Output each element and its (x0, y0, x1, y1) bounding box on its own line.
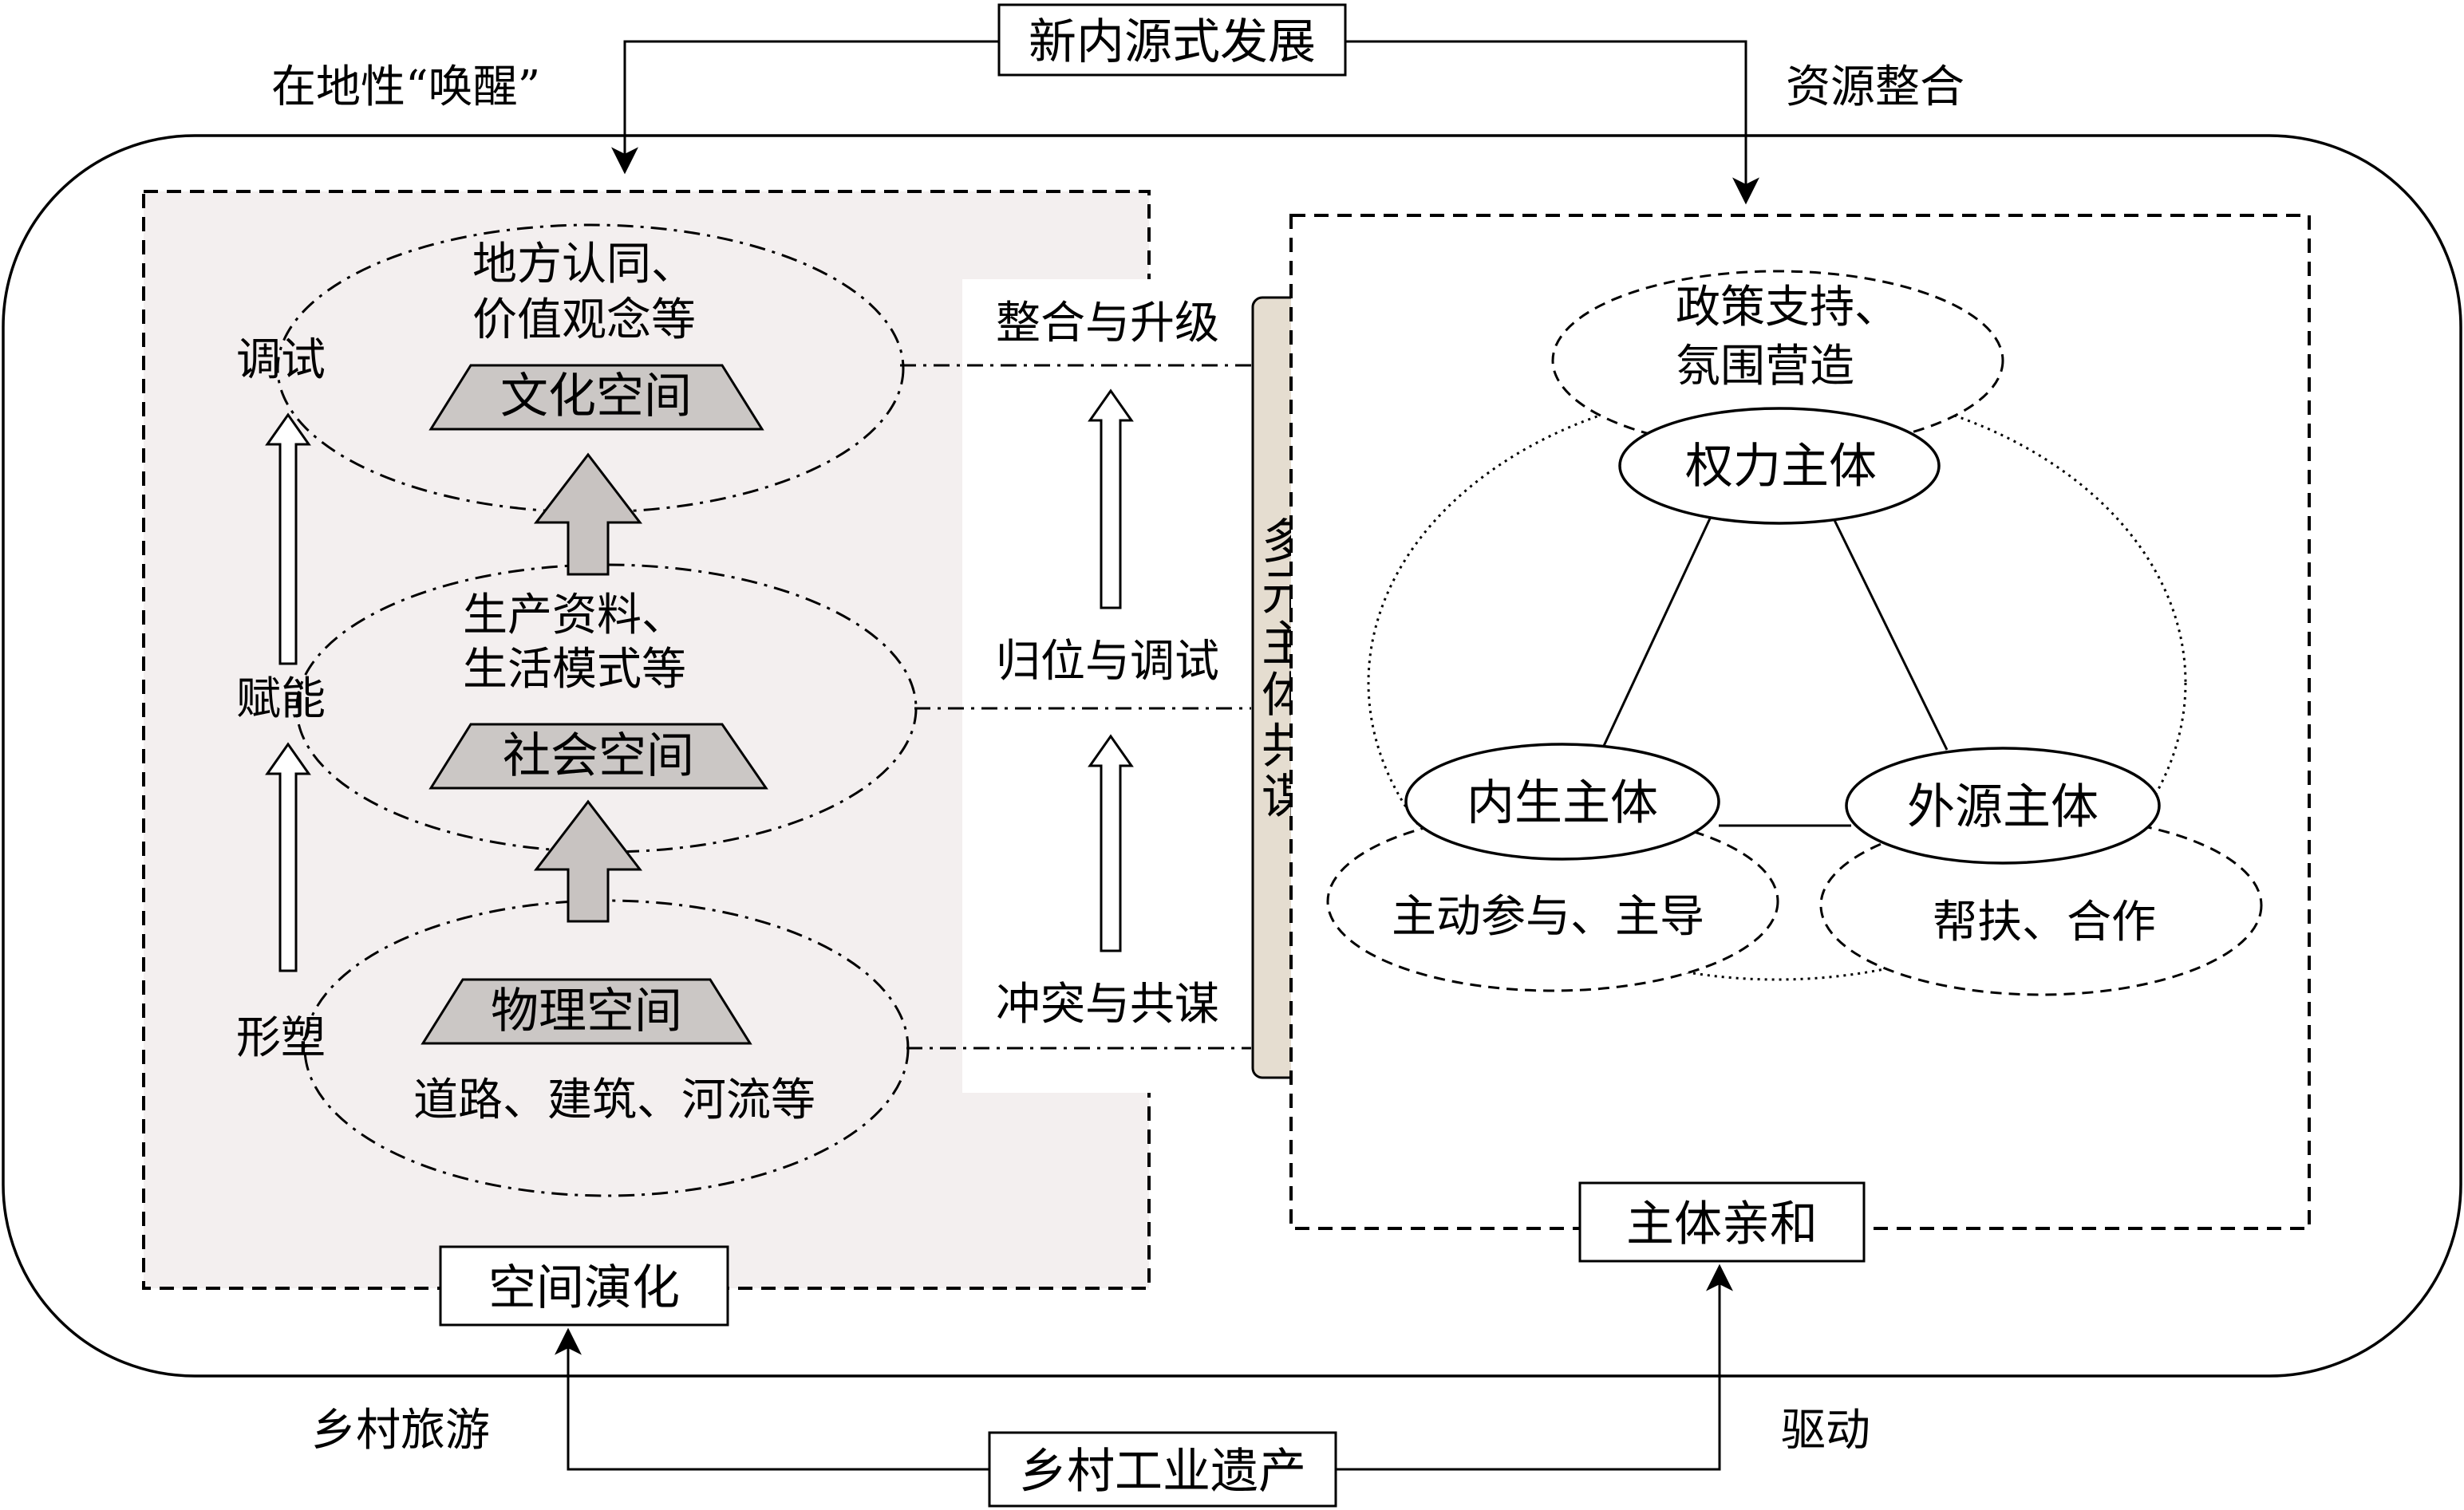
right-caption-box (1578, 1181, 1866, 1263)
power-label: 权力主体 (1685, 439, 1877, 495)
arrow-top-left (611, 40, 999, 175)
top-left-label: 在地性“唤醒” (271, 61, 540, 113)
society-title: 社会空间 (503, 728, 694, 784)
policy-line2: 氛围营造 (1676, 341, 1854, 392)
arrow-bottom-left (555, 1327, 989, 1471)
arrow-physical-to-society (533, 799, 643, 923)
internal-label: 内生主体 (1467, 775, 1658, 831)
dotted-cycle (1367, 384, 2187, 981)
power-actor (1618, 407, 1941, 525)
link-power-external (1832, 518, 1949, 751)
side-label-adjust: 调试 (236, 334, 326, 386)
outer-frame (2, 134, 2462, 1378)
society-desc-line2: 生活模式等 (463, 644, 686, 696)
internal-role-label: 主动参与、主导 (1392, 891, 1704, 943)
internal-actor (1404, 743, 1720, 861)
external-actor (1845, 747, 2161, 865)
left-caption: 空间演化 (488, 1260, 680, 1316)
bottom-title-box (988, 1431, 1337, 1508)
arrow-bottom-right (1336, 1264, 1733, 1471)
society-desc-line1: 生产资料、 (463, 589, 686, 641)
physical-desc-line1: 道路、建筑、河流等 (413, 1074, 815, 1126)
physical-trapezoid (421, 978, 752, 1045)
policy-line1: 政策支持、 (1676, 282, 1899, 333)
bottom-right-label: 驱动 (1781, 1405, 1870, 1457)
culture-trapezoid (428, 364, 764, 431)
left-caption-box (439, 1245, 729, 1327)
physical-title: 物理空间 (491, 984, 682, 1039)
stage-return: 归位与调试 (996, 636, 1219, 688)
arrow-society-to-culture (533, 452, 643, 576)
link-power-internal (1602, 518, 1712, 747)
arrow-top-right (1345, 40, 1759, 205)
top-title-box (997, 3, 1347, 77)
external-role-label: 帮扶、合作 (1933, 897, 2156, 948)
side-label-shape: 形塑 (236, 1012, 326, 1064)
culture-title: 文化空间 (500, 369, 692, 424)
hollow-arrow-left-upper (265, 412, 311, 665)
side-label-empower: 赋能 (236, 673, 326, 725)
stage-integrate: 整合与升级 (996, 298, 1219, 349)
hollow-arrow-left-lower (265, 742, 311, 972)
external-label: 外源主体 (1907, 779, 2099, 835)
culture-desc-line2: 价值观念等 (472, 294, 696, 346)
hollow-arrow-middle-upper (1088, 388, 1134, 609)
bottom-title: 乡村工业遗产 (1019, 1444, 1306, 1500)
bottom-left-label: 乡村旅游 (311, 1405, 490, 1457)
right-caption: 主体亲和 (1626, 1197, 1818, 1252)
top-right-label: 资源整合 (1786, 61, 1964, 113)
culture-desc-line1: 地方认同、 (472, 239, 696, 290)
top-title: 新内源式发展 (1029, 14, 1316, 70)
hollow-arrow-middle-lower (1088, 734, 1134, 952)
society-trapezoid (428, 723, 768, 790)
stage-conflict: 冲突与共谋 (996, 979, 1219, 1031)
